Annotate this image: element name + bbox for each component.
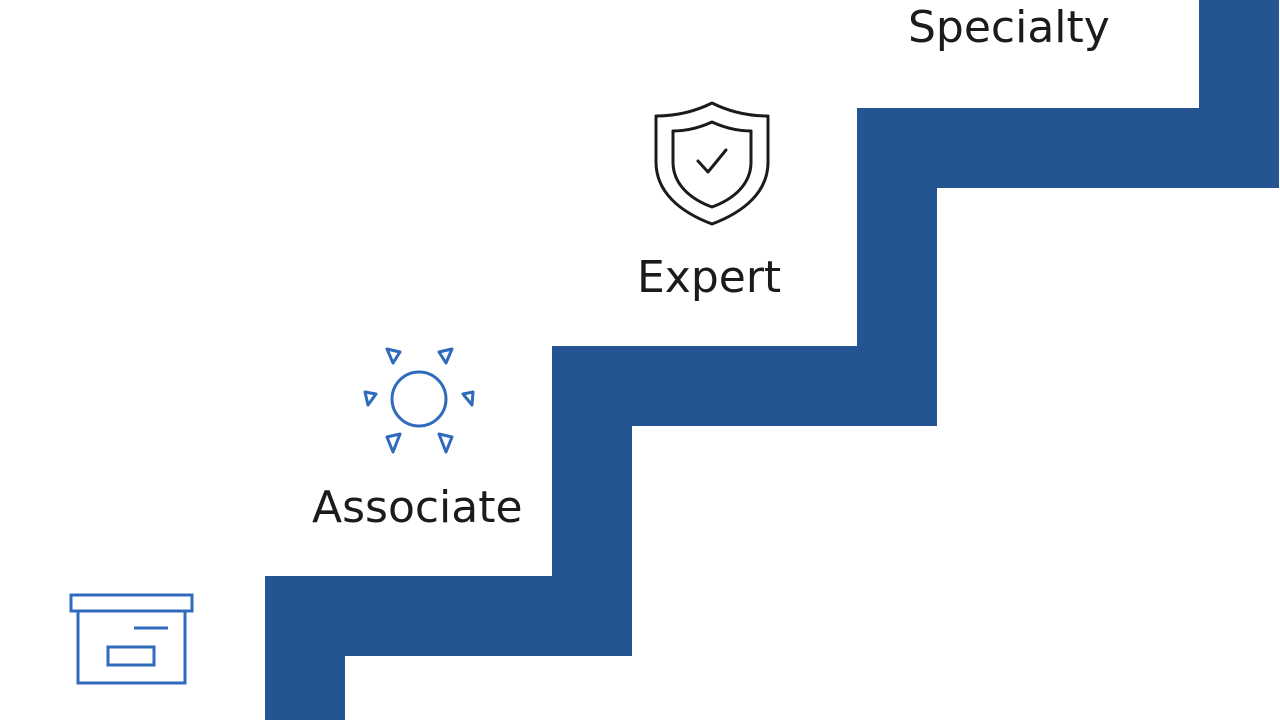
shield-check-icon: [654, 101, 770, 226]
level-label-specialty: Specialty: [908, 2, 1110, 53]
level-label-expert: Expert: [637, 252, 782, 303]
box-icon: [69, 593, 194, 685]
staircase-path: [265, 0, 1279, 720]
sun-icon: [363, 347, 475, 454]
level-label-associate: Associate: [312, 482, 523, 533]
